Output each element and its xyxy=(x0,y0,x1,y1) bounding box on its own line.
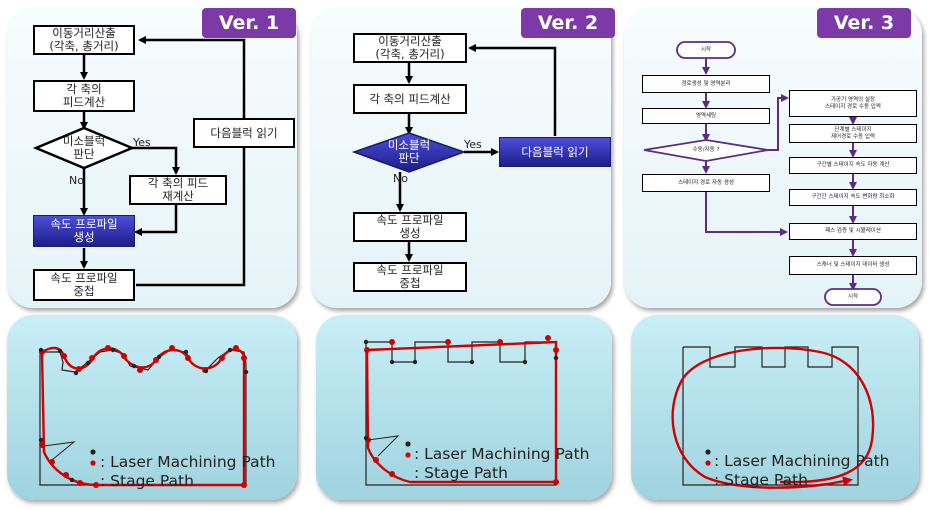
ver1-feed-recalc-box: 각 축의 피드 재계산 xyxy=(129,175,227,205)
ver3-legend-stage-label: : Stage Path xyxy=(714,471,808,489)
ver1-legend-stage-label: : Stage Path xyxy=(100,472,194,490)
ver1-corner-marker xyxy=(43,441,76,461)
ver3-stage-path xyxy=(671,346,875,489)
ver1-flowchart-panel xyxy=(7,8,297,308)
ver2-laser-points xyxy=(363,339,559,441)
ver1-legend-stage-dot xyxy=(90,460,96,466)
ver3-manual-region-input-box: 가공기 영역의 설정 스테이지 경로 수동 입력 xyxy=(789,90,917,117)
ver3-end-terminal xyxy=(824,288,882,306)
ver2-no-label: No xyxy=(393,172,408,185)
ver3-start-terminal xyxy=(676,41,736,59)
ver1-laser-path xyxy=(39,349,247,486)
ver1-decision-label: 미소블럭 판단 xyxy=(62,134,106,161)
ver2-calc-distance-box: 이동거리산출 (각축, 총거리) xyxy=(353,33,467,63)
ver1-badge: Ver. 1 xyxy=(202,8,296,38)
ver2-legend-laser-dot xyxy=(405,441,411,447)
ver3-start-label: 시작 xyxy=(700,46,712,53)
ver2-legend-stage-label: : Stage Path xyxy=(414,464,508,482)
ver1-overlap-box: 속도 프로파일 중첩 xyxy=(33,269,135,301)
ver1-feed-per-axis-box: 각 축의 피드계산 xyxy=(33,80,135,112)
ver1-calc-distance-box: 이동거리산출 (각축, 총거리) xyxy=(33,25,135,55)
ver3-stage-path-manual-box: 단계별 스테이지 제어경로 수동 입력 xyxy=(789,124,917,143)
ver1-no-label: No xyxy=(69,174,84,187)
ver1-legend-laser-label: : Laser Machining Path xyxy=(100,453,276,471)
ver3-auto-stage-path-box: 스테이지 경로 자동 생성 xyxy=(642,174,770,192)
ver3-legend-laser-label: : Laser Machining Path xyxy=(714,452,890,470)
ver2-decision-label: 미소블럭 판단 xyxy=(387,138,431,165)
ver2-decision-diamond xyxy=(351,132,467,173)
ver1-yes-label: Yes xyxy=(133,136,151,149)
ver3-legend-laser-dot xyxy=(705,449,711,455)
ver2-yes-label: Yes xyxy=(464,138,482,151)
ver2-read-next-block-box: 다음블럭 읽기 xyxy=(499,137,611,167)
ver1-read-next-block-box: 다음블럭 읽기 xyxy=(193,118,295,148)
ver3-badge: Ver. 3 xyxy=(817,8,911,38)
ver2-speed-profile-box: 속도 프로파일 생성 xyxy=(353,212,467,242)
ver2-legend-stage-dot xyxy=(405,452,411,458)
ver2-corner-marker xyxy=(367,435,400,457)
ver2-badge: Ver. 2 xyxy=(521,8,615,38)
ver1-laser-points xyxy=(38,347,249,483)
ver3-end-label: 시작 xyxy=(847,293,859,300)
ver3-region-set-box: 영역세팅 xyxy=(642,108,770,124)
ver3-decision-diamond xyxy=(643,139,769,162)
ver3-path-gen-box: 경로생성 및 영역분리 xyxy=(642,75,770,93)
ver3-manual-auto-label: 수동/자동 ? xyxy=(692,146,720,153)
ver2-legend-laser-label: : Laser Machining Path xyxy=(414,445,590,463)
ver3-legend-stage-dot xyxy=(705,460,711,466)
ver3-scanner-stage-data-box: 스캐너 및 스테이지 데이터 생성 xyxy=(789,256,917,275)
ver2-overlap-box: 속도 프로파일 중첩 xyxy=(353,262,467,292)
ver1-speed-profile-box: 속도 프로파일 생성 xyxy=(33,215,135,247)
ver2-feed-calc-box: 각 축의 피드계산 xyxy=(353,84,467,114)
ver1-stage-points xyxy=(39,345,247,488)
ver3-path-check-sim-box: 패스 검증 및 시뮬레이션 xyxy=(789,223,917,240)
ver1-legend-laser-dot xyxy=(90,449,96,455)
ver3-stage-speed-change-box: 구간간 스테이지 속도 변화량 최소화 xyxy=(789,189,917,206)
ver3-stage-speed-auto-box: 구간별 스테이지 속도 자동 계산 xyxy=(789,157,917,174)
ver1-decision-diamond xyxy=(32,126,136,170)
